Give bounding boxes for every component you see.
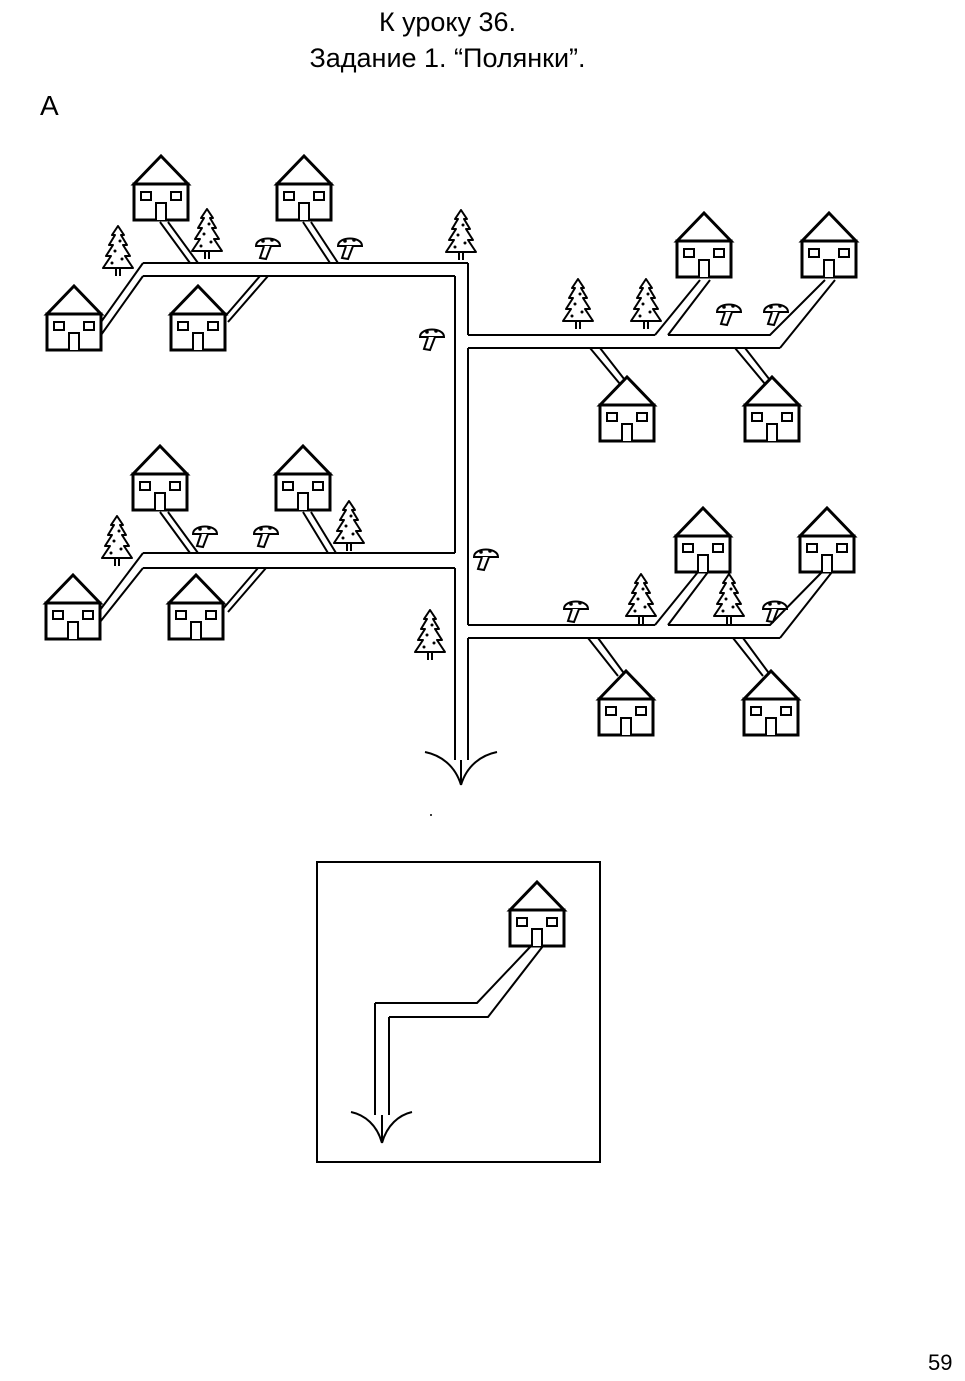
house-icon: [800, 211, 858, 279]
title-line-2: Задание 1. “Полянки”.: [309, 43, 586, 73]
mushroom-icon: [192, 525, 218, 548]
mushroom-icon: [563, 600, 589, 623]
house-icon: [131, 444, 189, 512]
house-icon: [674, 506, 732, 574]
fir-tree-icon: [445, 209, 477, 261]
road-network: [99, 221, 836, 786]
house-icon: [798, 506, 856, 574]
fir-tree-icon: [625, 573, 657, 625]
answer-box: [316, 861, 601, 1163]
title-line-1: К уроку 36.: [378, 7, 517, 37]
house-icon: [132, 154, 190, 222]
mushroom-icon: [337, 237, 363, 260]
fir-tree-icon: [101, 515, 133, 567]
house-icon: [598, 375, 656, 443]
mushroom-icon: [255, 237, 281, 260]
mushroom-icon: [419, 328, 445, 351]
page-number: 59: [928, 1350, 953, 1375]
house-icon: [274, 444, 332, 512]
fir-tree-icon: [630, 278, 662, 330]
fir-tree-icon: [102, 225, 134, 277]
house-icon: [742, 669, 800, 737]
fir-tree-icon: [713, 573, 745, 625]
mushroom-icon: [473, 548, 499, 571]
house-icon: [675, 211, 733, 279]
fir-tree-icon: [333, 500, 365, 552]
fir-tree-icon: [191, 208, 223, 260]
house-icon: [45, 284, 103, 352]
house-icon: [275, 154, 333, 222]
house-icon: [597, 669, 655, 737]
house-icon: [167, 573, 225, 641]
mushroom-icon: [253, 525, 279, 548]
fir-tree-icon: [562, 278, 594, 330]
fir-tree-icon: [414, 609, 446, 661]
mushroom-icon: [716, 303, 742, 326]
house-icon: [743, 375, 801, 443]
variant-label: А: [40, 90, 59, 121]
house-icon: [44, 573, 102, 641]
house-icon: [169, 284, 227, 352]
answer-road: [350, 945, 544, 1144]
